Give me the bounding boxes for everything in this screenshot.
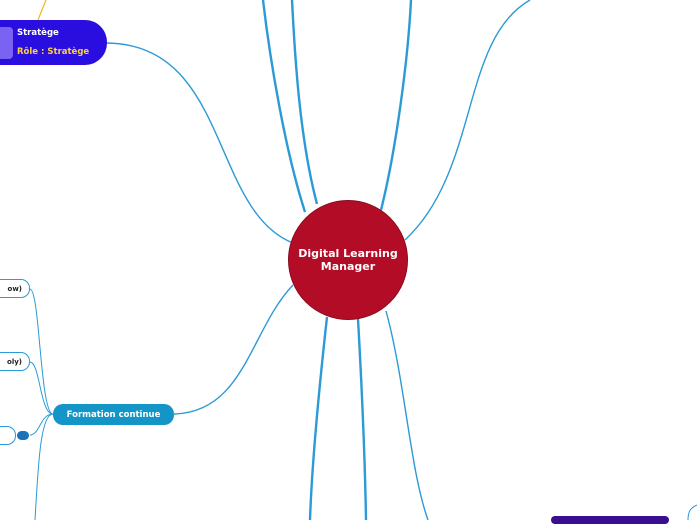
connector-stratege	[106, 42, 294, 244]
formation-continue-label: Formation continue	[66, 409, 161, 420]
leaf-node[interactable]	[0, 426, 16, 445]
leaf-node-label: ow)	[7, 284, 22, 293]
connector-leaf-2	[29, 361, 54, 415]
connector-yellow	[37, 0, 47, 21]
stratege-image-thumb	[0, 27, 13, 59]
connector-top-3	[379, 0, 413, 211]
connector-top-1	[261, 0, 307, 213]
connector-bottom-2	[356, 318, 368, 520]
connector-bottom-3	[385, 310, 429, 520]
leaf-node[interactable]: oly)	[0, 352, 30, 371]
collapse-toggle-icon[interactable]	[17, 431, 29, 440]
stratege-title: Stratège	[17, 28, 59, 38]
leaf-node-label: oly)	[7, 357, 22, 366]
connector-leaf-4	[34, 413, 54, 520]
connector-formation	[173, 284, 294, 415]
leaf-node[interactable]: ow)	[0, 279, 30, 298]
central-topic-line1: Digital Learning	[298, 247, 398, 260]
central-topic-line2: Manager	[320, 260, 376, 273]
connector-top-2	[290, 0, 319, 205]
formation-continue-node[interactable]: Formation continue	[53, 404, 174, 425]
central-topic-node[interactable]: Digital Learning Manager	[288, 200, 408, 320]
connector-right-bottom	[687, 504, 697, 520]
stratege-role: Rôle : Stratège	[17, 47, 90, 57]
purple-node[interactable]	[551, 516, 669, 524]
connector-leaf-3	[29, 413, 54, 436]
stratege-node[interactable]: Stratège Rôle : Stratège	[0, 20, 107, 65]
connector-leaf-1	[29, 288, 54, 415]
connector-top-right	[404, 0, 531, 241]
connector-bottom-1	[308, 316, 329, 520]
